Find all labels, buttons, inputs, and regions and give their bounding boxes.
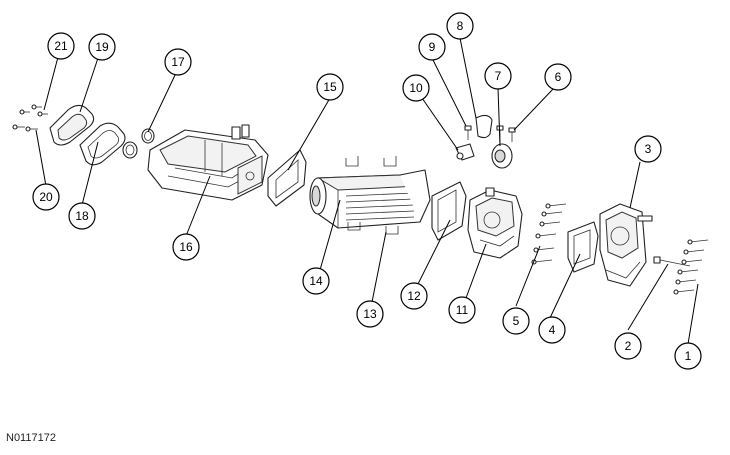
part-2-bolt: [653, 256, 691, 267]
callout-6: 6: [544, 63, 572, 91]
callout-2: 2: [614, 332, 642, 360]
callout-9: 9: [418, 33, 446, 61]
part-9-bolt: [464, 125, 472, 140]
svg-text:5: 5: [513, 314, 520, 328]
svg-text:17: 17: [171, 55, 185, 69]
callout-16: 16: [172, 233, 200, 261]
callout-19: 19: [88, 33, 116, 61]
part-17-o-rings: [122, 128, 155, 159]
callout-13: 13: [356, 300, 384, 328]
callout-20: 20: [32, 183, 60, 211]
part-10-sensor: [455, 143, 475, 161]
svg-text:16: 16: [179, 240, 193, 254]
part-4-gasket: [567, 221, 599, 273]
callout-4: 4: [538, 316, 566, 344]
part-20-screws: [12, 124, 38, 132]
callout-8: 8: [446, 12, 474, 40]
part-3-egr-valve: [599, 203, 653, 287]
svg-text:14: 14: [309, 274, 323, 288]
svg-text:7: 7: [495, 69, 502, 83]
svg-text:19: 19: [95, 40, 109, 54]
leader-lines: [35, 37, 699, 345]
part-5-bolts: [531, 203, 567, 265]
part-21-screws: [19, 104, 48, 117]
callout-21: 21: [47, 32, 75, 60]
svg-text:10: 10: [409, 81, 423, 95]
part-7-actuator: [491, 125, 513, 169]
svg-text:2: 2: [625, 339, 632, 353]
part-14-cooler: [309, 169, 431, 229]
svg-text:11: 11: [456, 303, 469, 317]
part-1-bolts: [673, 239, 709, 295]
svg-text:20: 20: [39, 190, 53, 204]
svg-text:6: 6: [555, 70, 562, 84]
figure-id-label: N0117172: [6, 432, 56, 444]
svg-text:15: 15: [323, 80, 337, 94]
part-8-pipe: [475, 114, 493, 139]
svg-text:3: 3: [645, 142, 652, 156]
part-16-housing: [147, 124, 269, 201]
part-15-gasket: [267, 149, 307, 207]
svg-text:4: 4: [549, 323, 556, 337]
svg-text:13: 13: [363, 307, 377, 321]
part-12-gasket: [431, 181, 467, 241]
callout-10: 10: [402, 74, 430, 102]
callout-3: 3: [634, 135, 662, 163]
callout-11: 11: [448, 296, 476, 324]
part-19-cover-plate: [49, 104, 95, 146]
callout-12: 12: [400, 282, 428, 310]
callout-1: 1: [674, 342, 702, 370]
svg-text:1: 1: [685, 349, 692, 363]
callout-7: 7: [484, 62, 512, 90]
svg-text:8: 8: [457, 19, 464, 33]
callout-15: 15: [316, 73, 344, 101]
svg-text:9: 9: [429, 40, 436, 54]
svg-text:21: 21: [54, 39, 68, 53]
callout-18: 18: [68, 202, 96, 230]
callout-17: 17: [164, 48, 192, 76]
callout-5: 5: [502, 307, 530, 335]
part-18-gasket: [79, 122, 126, 166]
svg-text:18: 18: [75, 209, 89, 223]
svg-text:12: 12: [407, 289, 421, 303]
part-11-valve-housing: [467, 187, 523, 259]
callout-14: 14: [302, 267, 330, 295]
part-6-bolt: [508, 127, 516, 142]
part-13-clamps: [345, 156, 399, 235]
